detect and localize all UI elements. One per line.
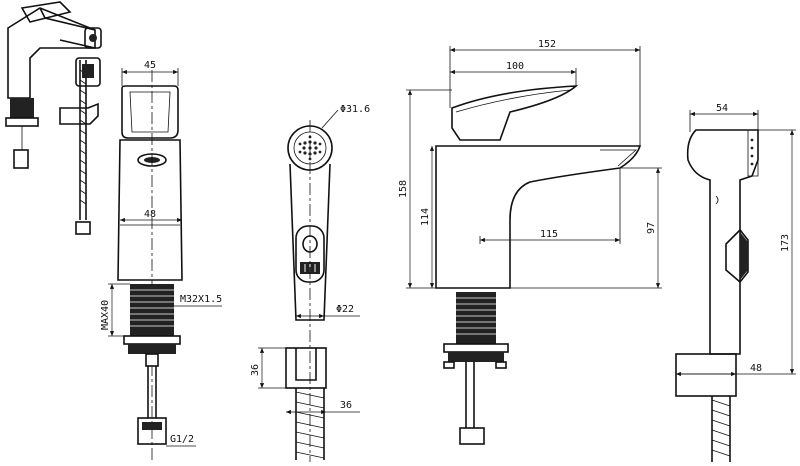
dim-inlet: G1/2 bbox=[170, 434, 194, 445]
dim-thread: M32X1.5 bbox=[180, 294, 222, 305]
dim-lever-depth: 100 bbox=[506, 61, 524, 72]
dim-spray-height: 173 bbox=[780, 234, 791, 252]
faucet-side-view: 152 100 158 114 115 97 bbox=[398, 39, 662, 445]
dim-holder-height: 36 bbox=[250, 364, 261, 376]
dim-bracket-depth: 48 bbox=[750, 363, 762, 374]
dim-shank-height: MAX40 bbox=[100, 300, 111, 330]
dim-total-height: 158 bbox=[398, 180, 409, 198]
dim-handle-dia: Φ22 bbox=[336, 304, 354, 315]
dim-spout-height: 114 bbox=[420, 208, 431, 226]
front-view: 45 48 MAX40 M32X1.5 G1/2 bbox=[100, 60, 222, 460]
spray-side-view: 54 173 48 bbox=[675, 103, 796, 462]
dim-head-dia: Φ31.6 bbox=[340, 104, 370, 115]
dim-spout-reach: 115 bbox=[540, 229, 558, 240]
dim-holder-width: 36 bbox=[340, 400, 352, 411]
perspective-thread bbox=[5, 98, 39, 127]
spray-front-view: Φ31.6 Φ22 36 36 bbox=[250, 104, 370, 462]
dim-outlet-height: 97 bbox=[646, 222, 657, 234]
dim-spray-width: 54 bbox=[716, 103, 728, 114]
dim-total-depth: 152 bbox=[538, 39, 556, 50]
dim-front-width: 45 bbox=[144, 60, 156, 71]
dim-body-width: 48 bbox=[144, 209, 156, 220]
perspective-view bbox=[5, 1, 102, 235]
